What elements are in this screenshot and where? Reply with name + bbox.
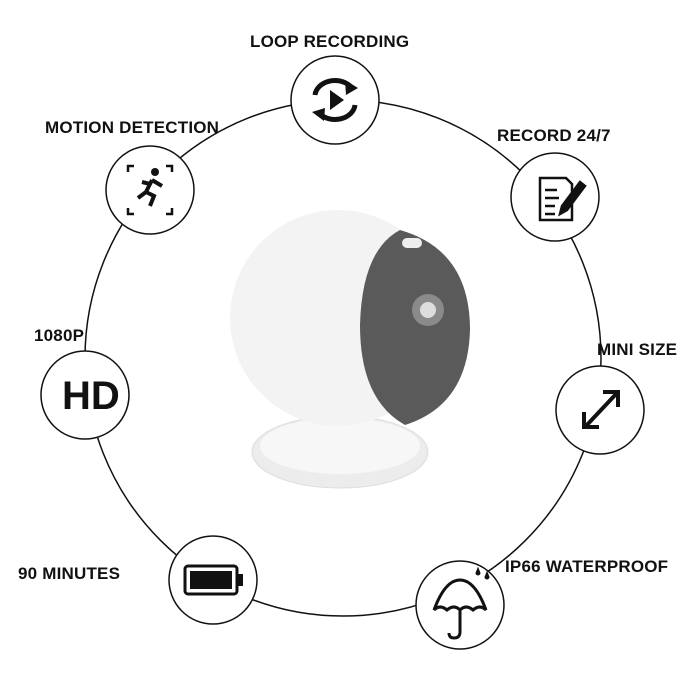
document-pen-icon bbox=[538, 176, 587, 222]
motion-detection-label: MOTION DETECTION bbox=[45, 118, 220, 137]
running-person-icon bbox=[126, 164, 174, 216]
loop-recording-label: LOOP RECORDING bbox=[250, 32, 410, 51]
motion-icon-circle bbox=[105, 145, 195, 235]
umbrella-rain-icon bbox=[432, 566, 490, 640]
record-247-label: RECORD 24/7 bbox=[497, 126, 611, 145]
waterproof-icon-circle bbox=[415, 560, 505, 650]
hd-badge: HD bbox=[62, 374, 120, 418]
diagonal-arrow-icon bbox=[582, 390, 620, 429]
resolution-label: 1080P bbox=[34, 326, 85, 345]
mini-size-label: MINI SIZE bbox=[597, 340, 678, 359]
hd-icon-circle bbox=[40, 350, 130, 440]
camera-product bbox=[230, 210, 470, 489]
camera-face bbox=[360, 230, 470, 425]
loop-arrows-play-icon bbox=[312, 78, 358, 122]
battery-label: 90 MINUTES bbox=[18, 564, 121, 583]
battery-icon bbox=[183, 564, 243, 596]
waterproof-label: IP66 WATERPROOF bbox=[505, 557, 669, 576]
